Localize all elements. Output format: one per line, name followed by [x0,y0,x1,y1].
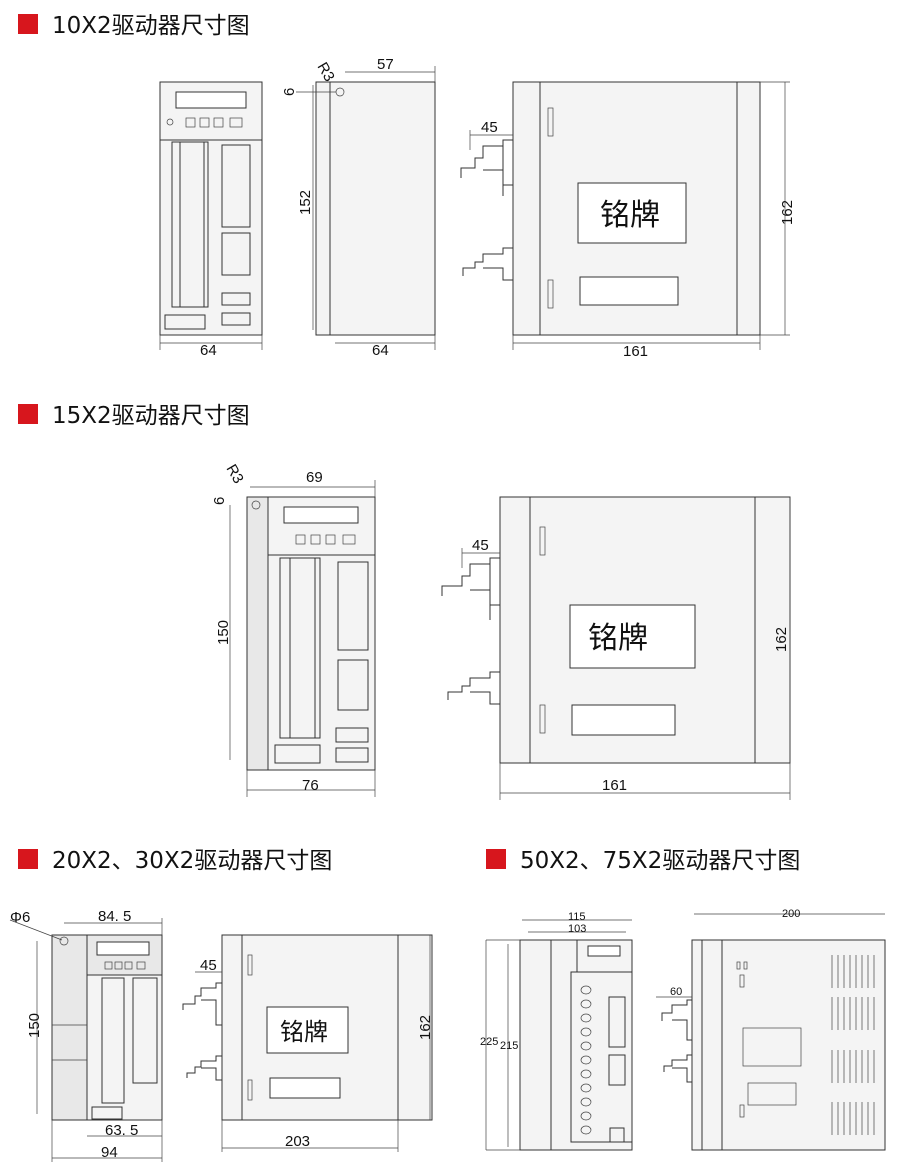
dim-panel-width: 63. 5 [105,1122,138,1139]
dim-connector: 60 [670,986,682,998]
side-view-50x2-75x2 [656,913,886,1151]
dim-inner-height: 215 [500,1040,518,1052]
dim-depth: 161 [602,777,627,794]
section-marker [486,849,506,869]
front-view-10x2 [159,81,263,336]
dim-depth: 203 [285,1133,310,1150]
right-view-15x2 [441,496,791,800]
dim-hole-offset: 6 [281,88,298,96]
dim-front-height: 150 [215,620,232,645]
dim-hole-offset: 6 [211,497,228,505]
dimension-lines [159,335,263,350]
section-marker [18,849,38,869]
dim-outer-height: 225 [480,1036,498,1048]
right-view-20x2-30x2 [182,934,433,1152]
nameplate-label: 铭牌 [588,621,648,656]
dim-top-width: 69 [306,469,323,486]
dim-radius: R3 [314,60,338,85]
dim-side-top: 57 [377,56,394,73]
dim-outer-width: 115 [568,911,586,923]
dim-front-width: 64 [200,342,217,359]
dim-depth: 161 [623,343,648,360]
section-title-50x2-75x2: 50X2、75X2驱动器尺寸图 [520,848,800,874]
dim-connector: 45 [472,537,489,554]
front-view-15x2 [229,480,376,797]
dim-depth: 200 [782,908,800,920]
dim-connector: 45 [481,119,498,136]
terminal-block [580,985,592,1135]
dim-height: 162 [417,1015,434,1040]
section-title-20x2-30x2: 20X2、30X2驱动器尺寸图 [52,848,332,874]
nameplate-label: 铭牌 [280,1018,328,1046]
vent-slots [831,955,875,1135]
dim-top-width: 84. 5 [98,908,131,925]
dim-radius: R3 [223,462,247,487]
dim-height: 162 [779,200,796,225]
front-view-20x2-30x2 [9,918,163,1162]
dim-hole: Φ6 [10,909,30,926]
dim-connector: 45 [200,957,217,974]
dim-total-width: 94 [101,1144,118,1161]
side-view-10x2 [296,66,436,350]
right-view-10x2 [460,81,790,350]
section-marker [18,14,38,34]
dim-inner-width: 103 [568,923,586,935]
nameplate-label: 铭牌 [600,198,660,233]
dim-height: 162 [773,627,790,652]
dim-side-height: 152 [297,190,314,215]
dim-bottom-width: 76 [302,777,319,794]
front-view-50x2-75x2 [485,919,633,1151]
dim-front-height: 150 [26,1013,43,1038]
section-title-15x2: 15X2驱动器尺寸图 [52,403,250,429]
section-title-10x2: 10X2驱动器尺寸图 [52,13,250,39]
dim-side-width: 64 [372,342,389,359]
section-marker [18,404,38,424]
